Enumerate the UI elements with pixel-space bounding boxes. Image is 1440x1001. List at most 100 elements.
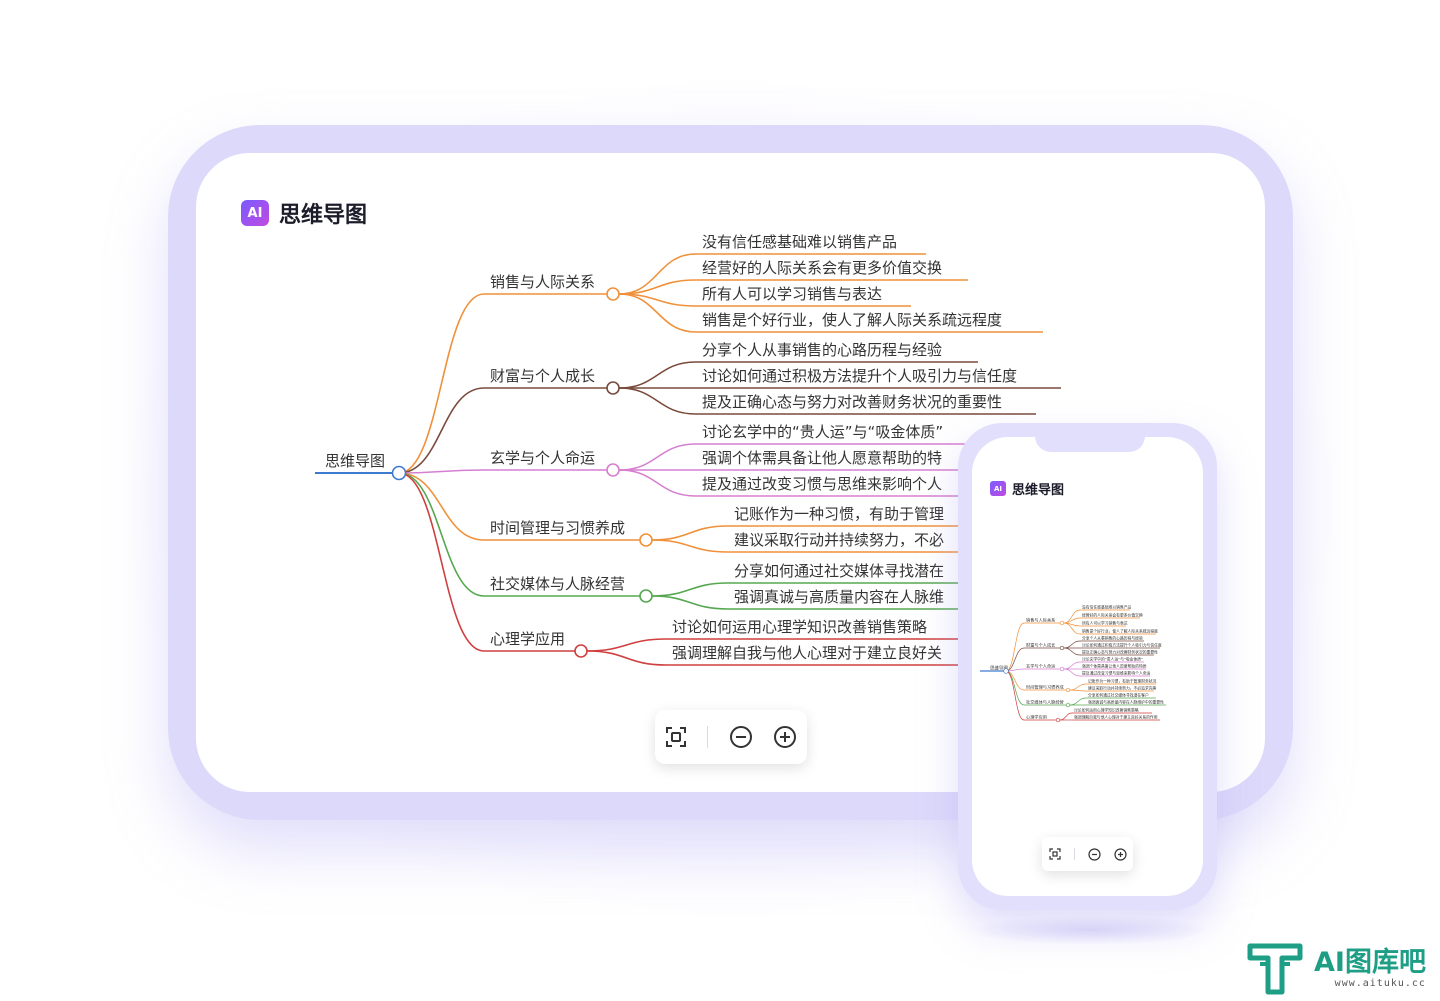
leaf-label[interactable]: 没有信任感基础难以销售产品	[702, 233, 897, 251]
leaf-label[interactable]: 销售是个好行业，使人了解人际关系疏远程度	[702, 311, 1002, 329]
phone-leaf-label[interactable]: 没有信任感基础难以销售产品	[1082, 605, 1132, 610]
branch-collapse-node[interactable]	[606, 381, 620, 395]
phone-leaf-label[interactable]: 记账作为一种习惯，有助于管理财务状况	[1088, 679, 1157, 684]
branch-collapse-node[interactable]	[606, 287, 620, 301]
phone-leaf-label[interactable]: 经营好的人际关系会有更多价值交换	[1082, 613, 1143, 618]
phone-leaf-label[interactable]: 建议采取行动并持续努力，不必追求完美	[1088, 686, 1157, 691]
branch-collapse-node[interactable]	[606, 463, 620, 477]
phone-leaf-connector	[1063, 609, 1081, 624]
mindmap-canvas[interactable]: 思维导图销售与人际关系没有信任感基础难以销售产品经营好的人际关系会有更多价值交换…	[196, 153, 1265, 792]
phone-leaf-label[interactable]: 强调理解自我与他人心理对于建立良好关系的作用	[1074, 715, 1158, 720]
phone-leaf-connector	[1069, 697, 1087, 706]
phone-branch-label[interactable]: 销售与人际关系	[1026, 617, 1055, 624]
phone-leaf-connector	[1063, 622, 1081, 635]
leaf-label[interactable]: 讨论玄学中的“贵人运”与“吸金体质”	[702, 423, 943, 441]
phone-fit-screen-button[interactable]	[1048, 848, 1061, 860]
leaf-connector	[618, 253, 697, 295]
phone-root-collapse-node[interactable]	[1003, 668, 1009, 674]
leaf-connector	[586, 638, 667, 652]
phone-branch-label[interactable]: 心理学应用	[1026, 714, 1047, 721]
leaf-connector	[618, 293, 697, 333]
phone-leaf-label[interactable]: 提及正确心态与努力对改善财务状况的重要性	[1082, 650, 1158, 655]
leaf-label[interactable]: 建议采取行动并持续努力，不必	[734, 531, 944, 549]
leaf-connector	[651, 525, 729, 541]
phone-app-logo-icon: AI	[990, 481, 1006, 496]
phone-toolbar-divider	[1073, 848, 1075, 860]
leaf-label[interactable]: 提及通过改变习惯与思维来影响个人	[702, 475, 942, 493]
branch-collapse-node[interactable]	[639, 533, 653, 547]
phone-leaf-connector	[1063, 647, 1081, 656]
branch-label[interactable]: 社交媒体与人脉经营	[490, 575, 625, 593]
phone-leaf-connector	[1063, 661, 1081, 670]
branch-collapse-node[interactable]	[639, 589, 653, 603]
fit-screen-button[interactable]	[665, 726, 687, 748]
leaf-label[interactable]: 提及正确心态与努力对改善财务状况的重要性	[702, 393, 1002, 411]
branch-label[interactable]: 玄学与个人命运	[490, 449, 595, 467]
zoom-out-icon	[729, 726, 752, 748]
zoom-out-icon	[1087, 847, 1101, 861]
phone-leaf-label[interactable]: 分享个人从事销售的心路历程与经验	[1082, 636, 1143, 641]
phone-branch-collapse-node[interactable]	[1059, 620, 1065, 626]
root-collapse-node[interactable]	[391, 465, 407, 481]
phone-branch-label[interactable]: 时间管理与习惯养成	[1026, 684, 1064, 691]
fit-screen-icon	[1048, 848, 1061, 860]
phone-leaf-connector	[1059, 712, 1073, 721]
leaf-connector	[651, 539, 729, 553]
leaf-label[interactable]: 讨论如何通过积极方法提升个人吸引力与信任度	[702, 367, 1017, 385]
phone-branch-collapse-node[interactable]	[1059, 645, 1065, 651]
phone-branch-label[interactable]: 社交媒体与人脉经营	[1026, 699, 1064, 706]
phone-root-label[interactable]: 思维导图	[990, 665, 1008, 672]
leaf-label[interactable]: 强调理解自我与他人心理对于建立良好关	[672, 644, 942, 662]
app-header: AI 思维导图	[241, 197, 367, 229]
leaf-label[interactable]: 分享如何通过社交媒体寻找潜在	[734, 562, 944, 580]
phone-branch-collapse-node[interactable]	[1065, 687, 1071, 693]
leaf-label[interactable]: 经营好的人际关系会有更多价值交换	[702, 259, 942, 277]
phone-branch-connector	[1005, 622, 1025, 672]
zoom-in-button[interactable]	[773, 725, 797, 749]
phone-leaf-label[interactable]: 提及通过改变习惯与思维来影响个人命运	[1082, 671, 1151, 676]
phone-mindmap-canvas[interactable]: 思维导图 销售与人际关系 没有信任感基础难以销售产品经营好的人际关系会有更多价值交换…	[972, 437, 1203, 896]
branch-collapse-node[interactable]	[574, 644, 588, 658]
phone-leaf-label[interactable]: 讨论如何通过积极方法提升个人吸引力与信任度	[1082, 643, 1162, 648]
phone-branch-collapse-node[interactable]	[1059, 666, 1065, 672]
branch-label[interactable]: 销售与人际关系	[490, 273, 595, 291]
phone-leaf-label[interactable]: 讨论如何运用心理学知识改善销售策略	[1074, 708, 1139, 713]
phone-zoom-in-button[interactable]	[1113, 847, 1127, 861]
leaf-connector	[618, 361, 697, 389]
phone-leaf-label[interactable]: 讨论玄学中的“贵人运”与“吸金体质”	[1082, 657, 1143, 662]
watermark-url: www.aituku.cc	[1334, 977, 1426, 989]
phone-branch-label[interactable]: 财富与个人成长	[1026, 642, 1056, 649]
phone-branch-connector	[1005, 670, 1025, 721]
branch-connector	[398, 293, 485, 474]
zoom-out-button[interactable]	[729, 725, 753, 749]
branch-label[interactable]: 心理学应用	[490, 630, 565, 648]
phone-zoom-out-button[interactable]	[1087, 847, 1101, 861]
app-title: 思维导图	[279, 203, 368, 228]
leaf-label[interactable]: 讨论如何运用心理学知识改善销售策略	[672, 618, 927, 636]
phone-branch-label[interactable]: 玄学与个人命运	[1026, 663, 1056, 670]
leaf-label[interactable]: 分享个人从事销售的心路历程与经验	[702, 341, 942, 359]
leaf-connector	[618, 387, 697, 415]
phone-notch	[1035, 432, 1145, 452]
leaf-connector	[618, 443, 697, 471]
watermark-logo-icon	[1247, 943, 1303, 995]
phone-leaf-connector	[1069, 683, 1087, 691]
phone-branch-collapse-node[interactable]	[1065, 702, 1071, 708]
branch-label[interactable]: 时间管理与习惯养成	[490, 519, 625, 537]
phone-leaf-label[interactable]: 销售是个好行业，使人了解人际关系疏远程度	[1082, 629, 1158, 634]
root-label[interactable]: 思维导图	[325, 452, 385, 470]
branch-label[interactable]: 财富与个人成长	[490, 367, 595, 385]
phone-screen: AI 思维导图 思维导图 销售与人际关系 没有信任感基础难以销售产品经营好的人际关系…	[972, 437, 1203, 896]
phone-branch-collapse-node[interactable]	[1055, 717, 1061, 723]
branch-connector	[398, 472, 485, 597]
phone-leaf-label[interactable]: 所有人可以学习销售与表达	[1082, 621, 1128, 626]
phone-leaf-label[interactable]: 强调个体需具备让他人愿意帮助的特质	[1082, 664, 1147, 669]
leaf-label[interactable]: 所有人可以学习销售与表达	[702, 285, 882, 303]
leaf-label[interactable]: 强调真诚与高质量内容在人脉维	[734, 588, 944, 606]
leaf-label[interactable]: 记账作为一种习惯，有助于管理	[734, 505, 944, 523]
phone-leaf-label[interactable]: 强调真诚与高质量内容在人脉维护中的重要性	[1088, 700, 1164, 705]
leaf-label[interactable]: 强调个体需具备让他人愿意帮助的特	[702, 449, 942, 467]
phone-leaf-label[interactable]: 分享如何通过社交媒体寻找潜在客户	[1088, 693, 1149, 698]
phone-leaf-connector	[1063, 668, 1081, 677]
app-logo-icon: AI	[241, 200, 269, 226]
